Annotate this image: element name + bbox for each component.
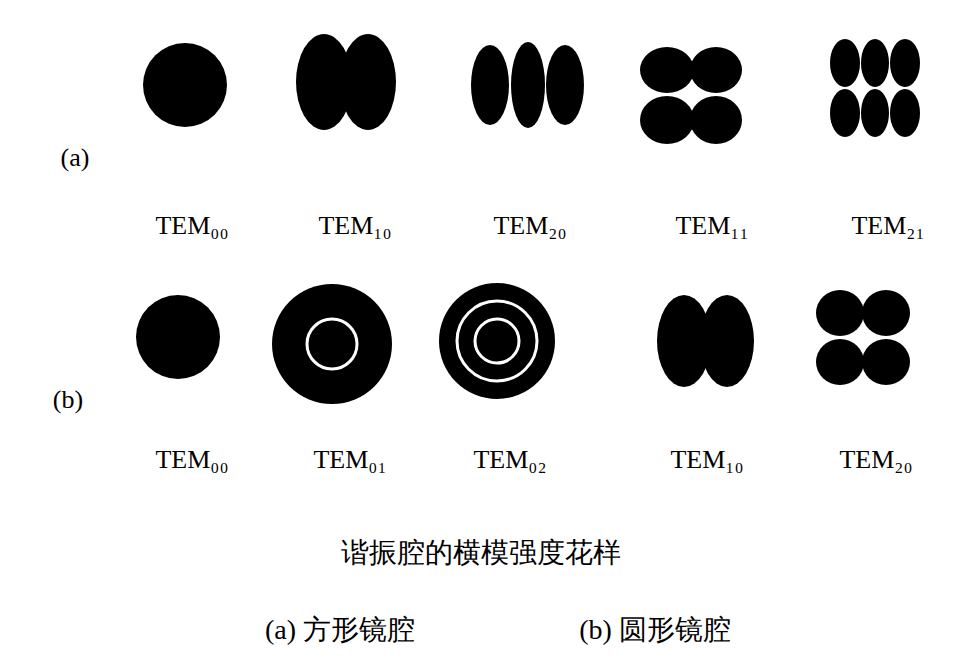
mode-label: TEM₀₀	[155, 444, 228, 475]
mode-label: TEM₀₀	[155, 210, 228, 241]
mode-lobe	[690, 47, 742, 93]
mode-lobe	[861, 89, 889, 137]
mode-label: TEM₀₁	[313, 444, 386, 475]
node-ring	[475, 319, 519, 363]
mode-spot	[439, 283, 555, 399]
mode-label: TEM₁₀	[670, 444, 743, 475]
mode-lobe	[340, 34, 396, 130]
mode-lobe	[640, 96, 694, 144]
mode-spot	[136, 295, 220, 379]
figure-caption: 谐振腔的横模强度花样	[341, 536, 621, 570]
mode-lobe	[816, 339, 864, 385]
mode-lobe	[830, 39, 860, 87]
mode-label: TEM₂₀	[493, 210, 566, 241]
mode-lobe	[862, 339, 910, 385]
mode-lobe	[890, 89, 920, 137]
mode-lobe	[861, 39, 889, 87]
mode-lobe	[862, 290, 910, 336]
mode-lobe	[700, 295, 754, 387]
mode-lobe	[471, 45, 509, 125]
mode-spot	[272, 284, 392, 404]
mode-spot	[143, 43, 227, 127]
mode-lobe	[690, 96, 742, 144]
node-ring	[457, 301, 537, 381]
subcaption: (b) 圆形镜腔	[579, 613, 731, 647]
mode-lobe	[511, 42, 545, 128]
panel-label: (a)	[61, 142, 90, 173]
mode-lobe	[830, 89, 860, 137]
mode-label: TEM₁₁	[675, 210, 748, 241]
subcaption: (a) 方形镜腔	[265, 613, 415, 647]
node-ring	[307, 319, 357, 369]
mode-lobe	[890, 39, 920, 87]
panel-label: (b)	[53, 384, 83, 415]
mode-lobe	[816, 290, 864, 336]
mode-lobe	[546, 45, 584, 125]
mode-label: TEM₂₀	[839, 444, 912, 475]
mode-label: TEM₂₁	[851, 210, 924, 241]
mode-label: TEM₁₀	[318, 210, 391, 241]
mode-label: TEM₀₂	[473, 444, 546, 475]
mode-lobe	[640, 47, 694, 93]
